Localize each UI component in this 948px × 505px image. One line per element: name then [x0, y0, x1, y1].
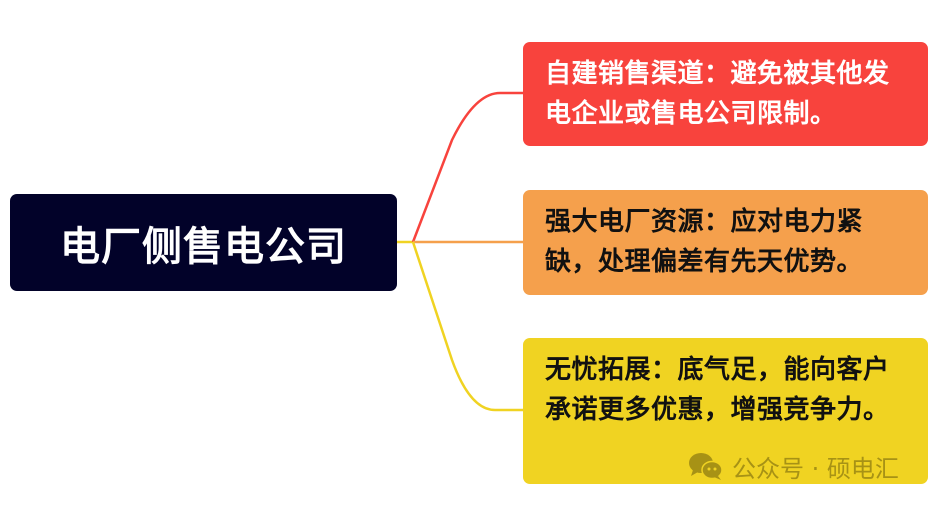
connector-yellow	[411, 241, 523, 412]
branch-node-orange: 强大电厂资源：应对电力紧缺，处理偏差有先天优势。	[523, 190, 928, 295]
wechat-icon	[688, 451, 724, 481]
branch-node-red: 自建销售渠道：避免被其他发电企业或售电公司限制。	[523, 42, 928, 146]
branch-text: 无忧拓展：底气足，能向客户承诺更多优惠，增强竞争力。	[545, 355, 890, 425]
connector-red	[411, 91, 523, 243]
branch-text: 自建销售渠道：避免被其他发电企业或售电公司限制。	[545, 59, 890, 129]
root-label: 电厂侧售电公司	[60, 223, 347, 270]
branch-node-yellow: 无忧拓展：底气足，能向客户承诺更多优惠，增强竞争力。	[523, 338, 928, 484]
watermark-label: 公众号 · 硕电汇	[732, 454, 899, 483]
root-node: 电厂侧售电公司	[10, 194, 397, 291]
branch-text: 强大电厂资源：应对电力紧缺，处理偏差有先天优势。	[545, 207, 864, 277]
watermark: 公众号 · 硕电汇	[688, 448, 899, 484]
